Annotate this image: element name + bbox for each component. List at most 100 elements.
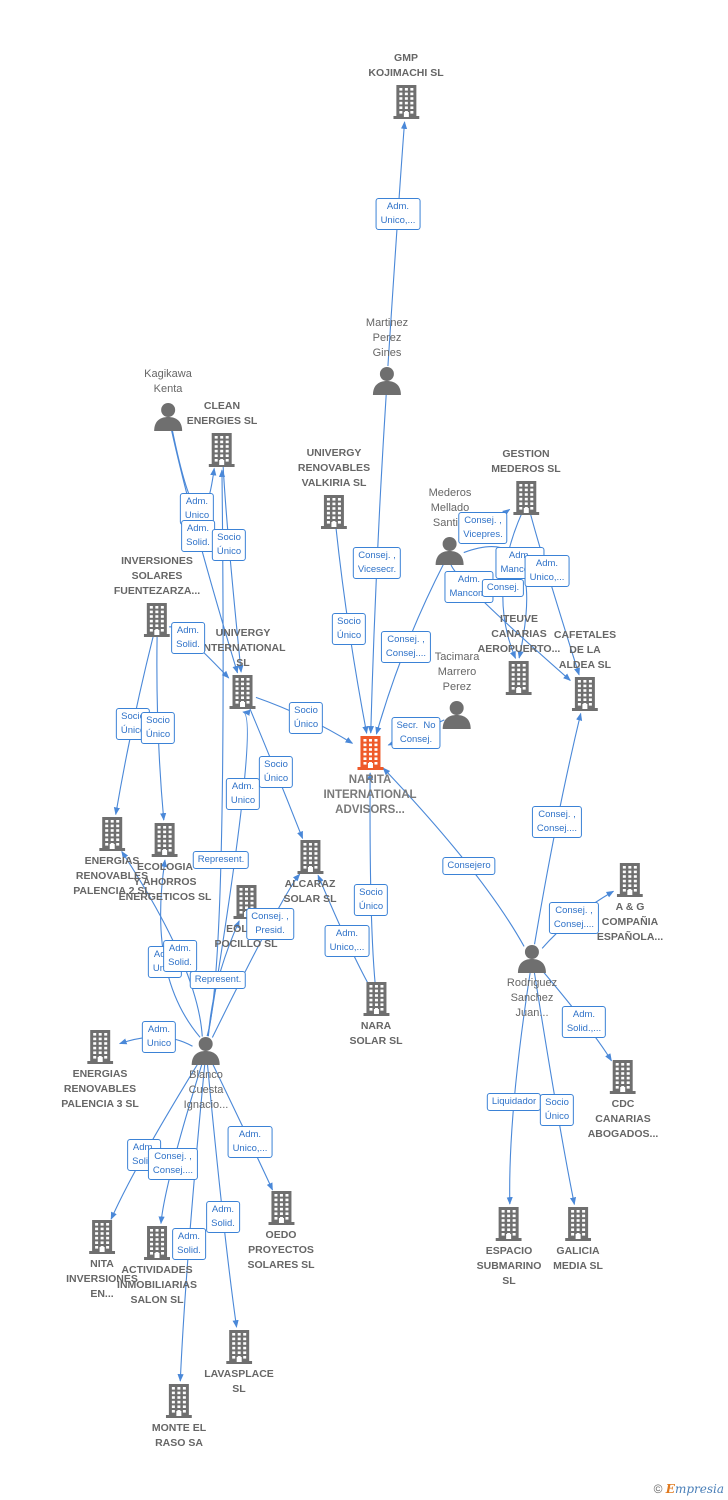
person-icon [507, 943, 557, 973]
building-icon [66, 1220, 138, 1254]
building-icon [152, 1384, 206, 1418]
building-icon [247, 1191, 314, 1225]
building-icon [119, 823, 212, 857]
role-label-adm[interactable]: Adm. Unico,... [227, 1126, 273, 1158]
person-icon [366, 365, 408, 395]
role-label-adm[interactable]: Adm. Solid. [171, 622, 205, 654]
empresia-logo[interactable]: Empresia [665, 1482, 724, 1496]
building-icon [478, 661, 561, 695]
building-icon [73, 817, 151, 851]
role-label-adm[interactable]: Adm. Solid. [172, 1228, 206, 1260]
person-icon [429, 535, 472, 565]
role-label-liquidador[interactable]: Liquidador [486, 1093, 542, 1111]
role-label-adm[interactable]: Adm. Solid. [163, 940, 197, 972]
role-label-adm[interactable]: Adm. Solid. [181, 520, 215, 552]
role-label-consej[interactable]: Consej. , Consej.... [147, 1148, 199, 1180]
person-icon [184, 1035, 229, 1065]
role-label-adm[interactable]: Adm. Unico,... [324, 925, 370, 957]
role-label-consej[interactable]: Consej. , Presid. [246, 908, 294, 940]
building-icon [187, 433, 258, 467]
role-label-adm[interactable]: Adm. Unico,... [524, 555, 570, 587]
role-label-consej[interactable]: Consej. , Consej.... [531, 806, 583, 838]
role-label-socio[interactable]: Socio Único [288, 702, 324, 734]
role-label-represent[interactable]: Represent. [189, 971, 247, 989]
building-icon [204, 1330, 274, 1364]
role-label-socio[interactable]: Socio Único [331, 613, 367, 645]
role-label-socio[interactable]: Socio Único [140, 712, 176, 744]
building-icon [368, 85, 443, 119]
role-label-socio[interactable]: Socio Único [211, 529, 247, 561]
role-label-consej[interactable]: Consej. , Vicesecr. [352, 547, 402, 579]
building-icon [117, 1226, 197, 1260]
role-label-consej[interactable]: Consej. , Vicepres. [458, 512, 508, 544]
role-label-socio[interactable]: Socio Único [258, 756, 294, 788]
building-icon [298, 495, 370, 529]
role-label-consej[interactable]: Consej. [481, 579, 525, 597]
role-label-adm[interactable]: Adm. Unico,... [375, 198, 421, 230]
role-label-adm[interactable]: Adm. Solid.,... [561, 1006, 607, 1038]
role-label-consej[interactable]: Consej. , Consej.... [380, 631, 432, 663]
role-label-consej[interactable]: Consej. , Consej.... [548, 902, 600, 934]
role-label-socio[interactable]: Socio Único [353, 884, 389, 916]
person-icon [144, 401, 192, 431]
role-label-adm[interactable]: Adm. Solid. [206, 1201, 240, 1233]
role-label-adm[interactable]: Adm. Unico [225, 778, 261, 810]
building-icon [553, 1207, 603, 1241]
role-label-adm[interactable]: Adm. Unico [141, 1021, 177, 1053]
role-label-secr-no[interactable]: Secr. No Consej. [391, 717, 441, 749]
role-label-socio[interactable]: Socio Único [539, 1094, 575, 1126]
building-icon [491, 481, 560, 515]
role-label-consejero[interactable]: Consejero [442, 857, 496, 875]
building-icon [554, 677, 616, 711]
person-icon [435, 699, 480, 729]
copyright-symbol: © [653, 1482, 663, 1496]
role-label-represent[interactable]: Represent. [192, 851, 250, 869]
